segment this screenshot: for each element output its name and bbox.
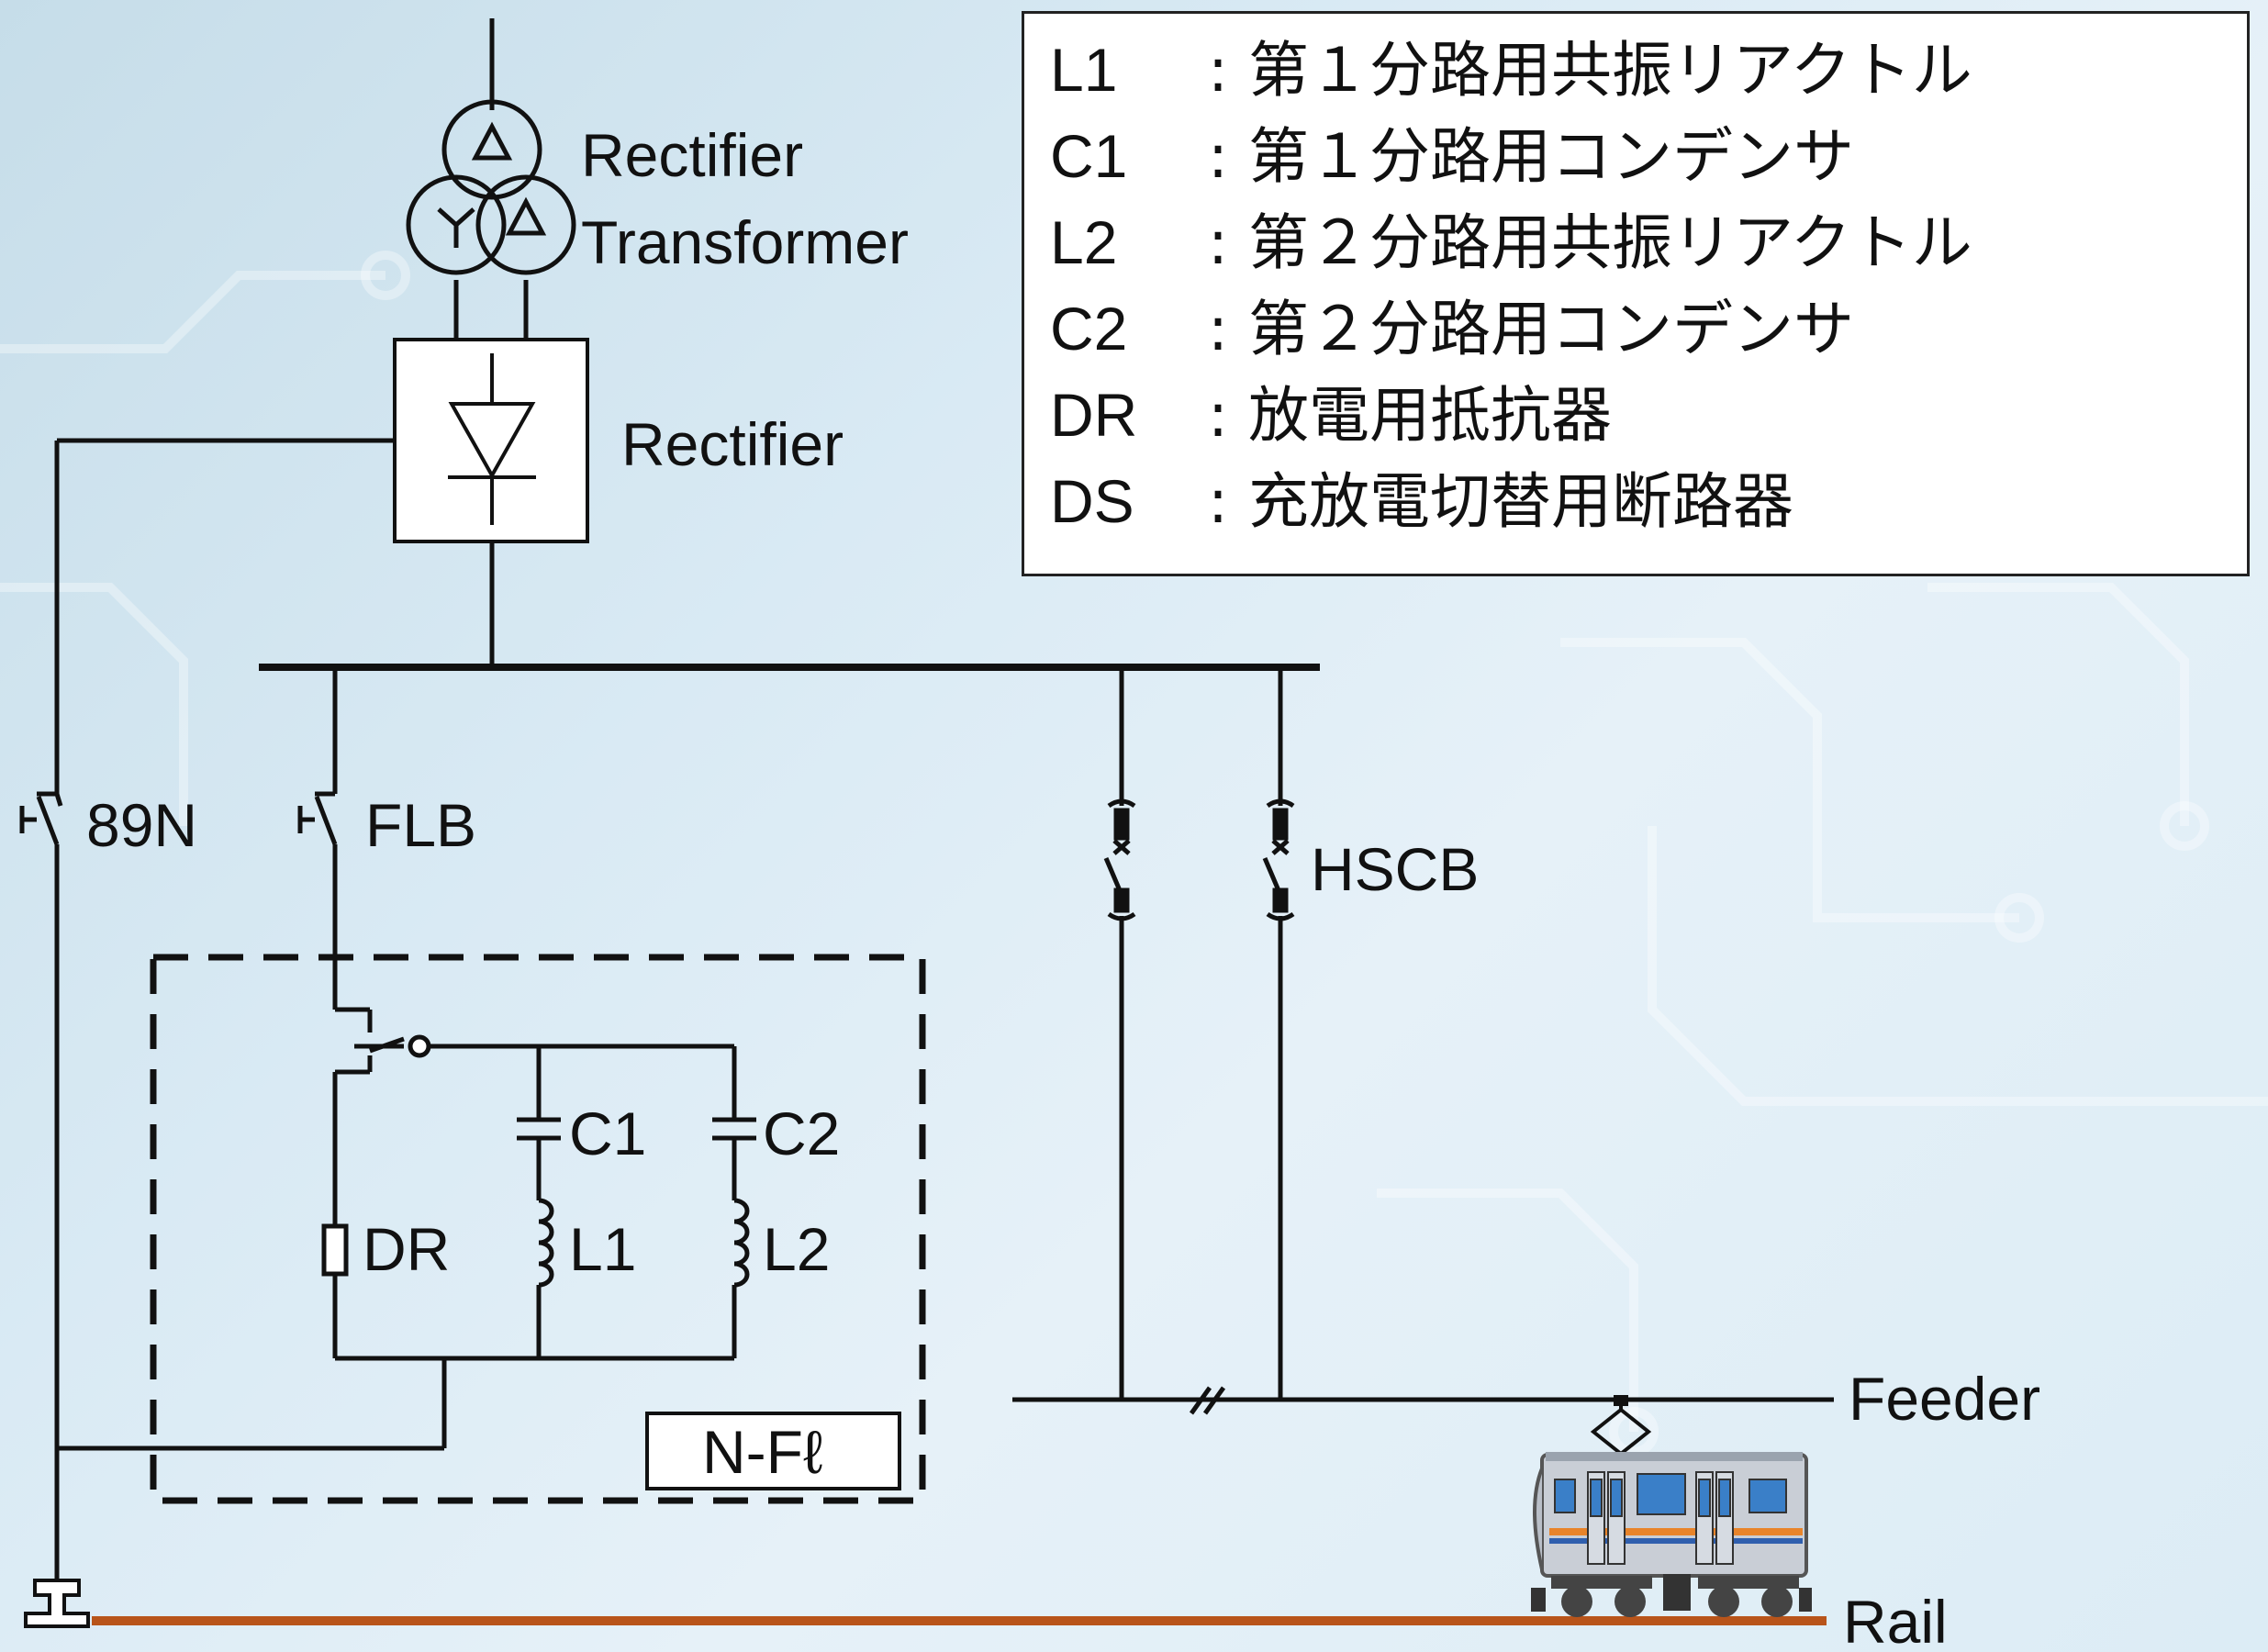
- legend-desc: 第２分路用コンデンサ: [1248, 294, 1854, 364]
- legend-desc: 第１分路用共振リアクトル: [1248, 35, 1972, 106]
- switch-ds-icon: [335, 1007, 431, 1075]
- legend-row: C1: 第１分路用コンデンサ: [1050, 113, 1854, 199]
- resistor-dr-icon: [321, 1223, 349, 1277]
- legend-desc: 放電用抵抗器: [1248, 380, 1612, 451]
- switch-89n-icon: [19, 791, 63, 845]
- rectifier-transformer-icon: [406, 99, 576, 275]
- legend-row: DR: 放電用抵抗器: [1050, 372, 1612, 458]
- legend-colon: :: [1207, 294, 1229, 364]
- wires: [54, 18, 1834, 1579]
- section-insulator-icon: [1189, 1386, 1226, 1415]
- legend-colon: :: [1207, 35, 1229, 106]
- legend-code: C1: [1050, 122, 1128, 190]
- legend-colon: :: [1207, 121, 1229, 192]
- legend-row: L1: 第１分路用共振リアクトル: [1050, 27, 1972, 113]
- legend-row: L2: 第２分路用共振リアクトル: [1050, 199, 1972, 285]
- train-icon: [1531, 1395, 1812, 1617]
- rectifier-icon: [393, 338, 589, 543]
- c1-label: C1: [569, 1099, 646, 1167]
- legend-row: C2: 第２分路用コンデンサ: [1050, 285, 1854, 372]
- l1-label: L1: [569, 1215, 636, 1283]
- inductor-l2-icon: [733, 1198, 750, 1288]
- legend-desc: 第１分路用コンデンサ: [1248, 121, 1854, 192]
- legend-row: DS: 充放電切替用断路器: [1050, 458, 1793, 544]
- legend-colon: :: [1207, 207, 1229, 278]
- legend-code: L1: [1050, 36, 1118, 104]
- switch-flb-label: FLB: [365, 791, 476, 859]
- legend-code: DS: [1050, 467, 1134, 535]
- legend-box: L1: 第１分路用共振リアクトル C1: 第１分路用コンデンサ L2: 第２分路用共振…: [1022, 11, 2250, 576]
- c2-label: C2: [763, 1099, 840, 1167]
- rectifier-label: Rectifier: [621, 410, 844, 478]
- dr-label: DR: [363, 1215, 450, 1283]
- switch-89n-label: 89N: [86, 791, 197, 859]
- feeder-label: Feeder: [1849, 1365, 2040, 1433]
- transformer-label-line2: Transformer: [581, 208, 909, 276]
- rail-label: Rail: [1843, 1588, 1948, 1652]
- inductor-l1-icon: [538, 1198, 554, 1288]
- nfl-label: N-Fℓ: [702, 1418, 822, 1486]
- capacitor-c1-icon: [517, 1117, 561, 1141]
- transformer-label-line1: Rectifier: [581, 121, 803, 189]
- rail-ground-icon: [24, 1579, 90, 1628]
- legend-desc: 充放電切替用断路器: [1248, 466, 1793, 537]
- nfl-label-box: [645, 1412, 901, 1490]
- capacitor-c2-icon: [712, 1117, 756, 1141]
- legend-desc: 第２分路用共振リアクトル: [1248, 207, 1972, 278]
- legend-colon: :: [1207, 466, 1229, 537]
- legend-code: DR: [1050, 381, 1138, 449]
- l2-label: L2: [763, 1215, 830, 1283]
- legend-code: L2: [1050, 208, 1118, 276]
- switch-flb-icon: [297, 791, 338, 845]
- hscb-breaker-icon: [1103, 798, 1136, 921]
- hscb-label: HSCB: [1311, 835, 1479, 903]
- legend-code: C2: [1050, 295, 1128, 363]
- legend-colon: :: [1207, 380, 1229, 451]
- hscb-breaker-icon: [1262, 798, 1295, 921]
